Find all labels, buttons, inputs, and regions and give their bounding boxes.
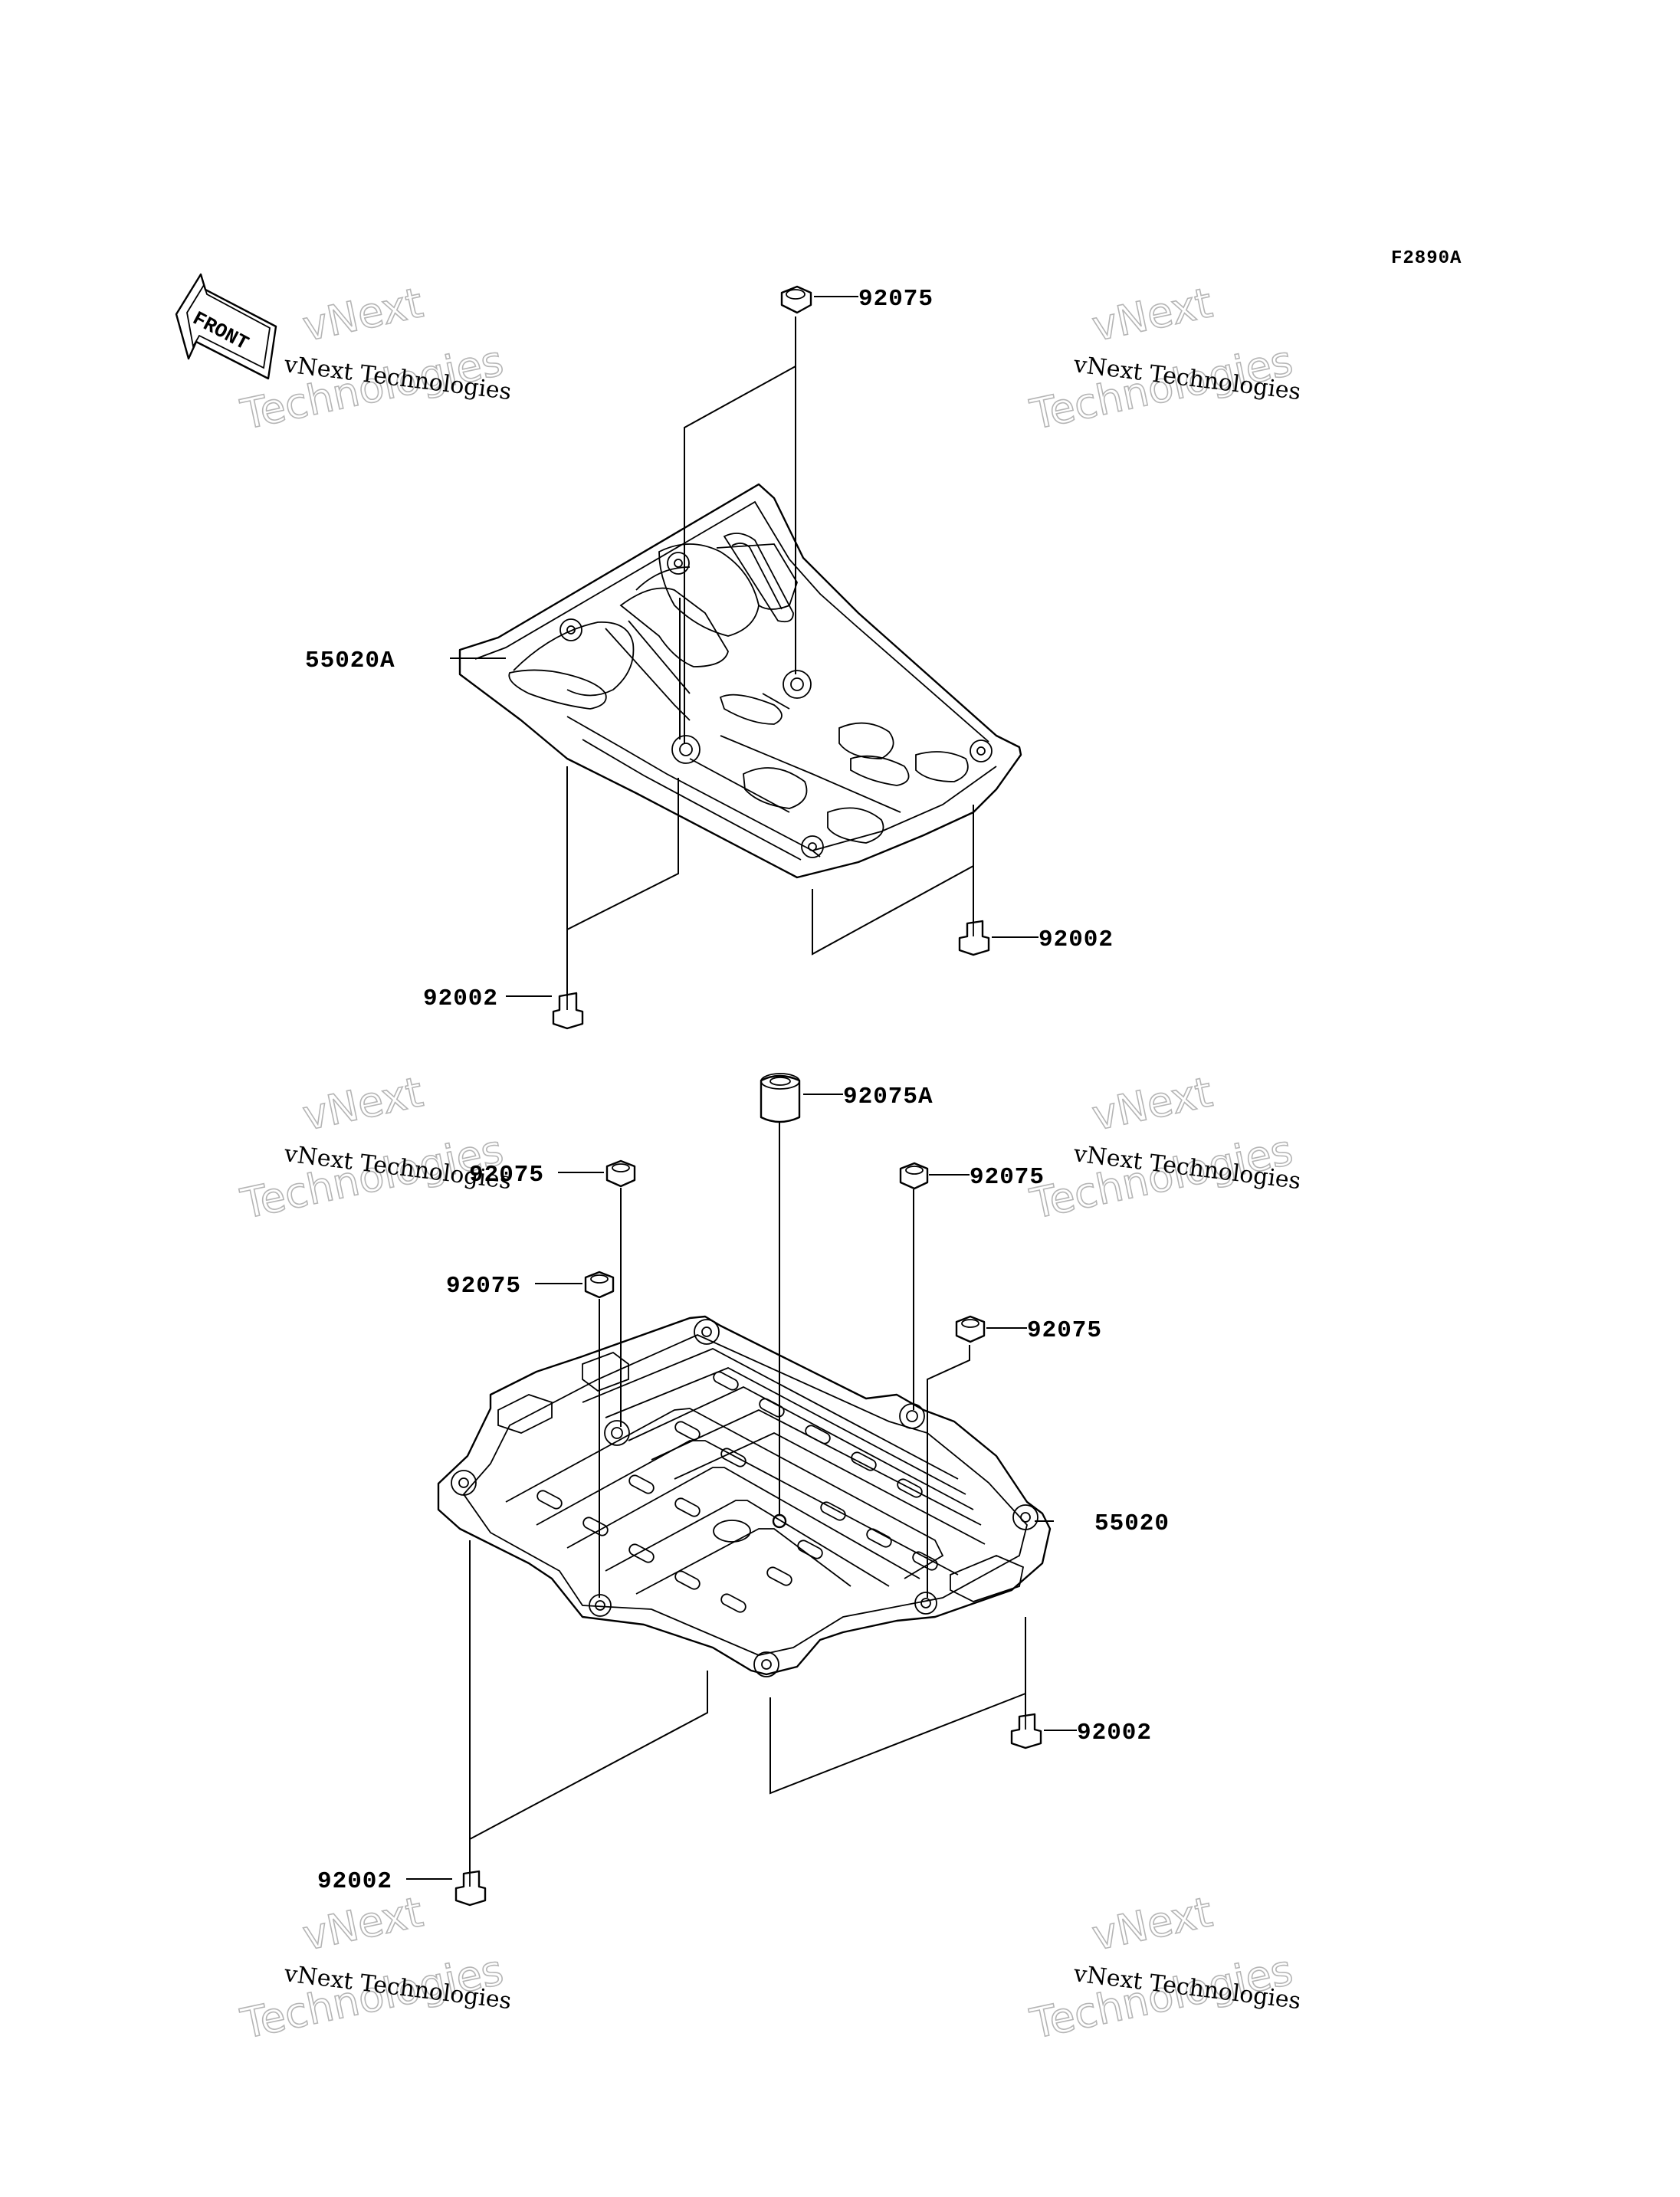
callout-lower-nut-2: 92075 <box>970 1164 1045 1191</box>
nut-92075-lower-3-icon <box>584 1271 615 1299</box>
callout-upper-nut: 92075 <box>858 286 934 313</box>
watermark-top-left: vNext Technologies vNext Technologies <box>236 277 513 439</box>
figure-code: F2890A <box>1391 248 1462 269</box>
svg-text:vNext: vNext <box>299 278 427 350</box>
bolt-92002-upper-right-icon <box>958 920 990 956</box>
skid-plate-55020 <box>437 1315 1052 1677</box>
nut-92075-lower-2-icon <box>899 1162 929 1190</box>
bolt-92002-lower-left-icon <box>454 1870 487 1907</box>
svg-text:vNext: vNext <box>1088 278 1216 350</box>
svg-text:vNext: vNext <box>1088 1887 1216 1959</box>
lower-leader-lines <box>469 1123 1054 1874</box>
svg-text:vNext: vNext <box>299 1887 427 1959</box>
callout-upper-bolt-left: 92002 <box>423 985 498 1012</box>
svg-text:vNext: vNext <box>1088 1067 1216 1139</box>
watermark-top-right: vNext Technologies vNext Technologies <box>1025 277 1302 439</box>
callout-upper-bolt-right: 92002 <box>1039 926 1114 953</box>
callout-lower-nut-1: 92075 <box>469 1162 544 1189</box>
front-arrow-icon: FRONT <box>175 273 277 380</box>
bolt-92002-lower-right-icon <box>1010 1713 1042 1749</box>
bolt-92002-upper-left-icon <box>552 992 584 1030</box>
callout-lower-bolt-right: 92002 <box>1077 1720 1152 1746</box>
upper-leader-lines <box>450 316 974 996</box>
watermark-bottom-left: vNext Technologies vNext Technologies <box>236 1887 513 2048</box>
watermark-mid-left: vNext Technologies vNext Technologies <box>236 1067 513 1228</box>
callout-lower-nut-4: 92075 <box>1027 1317 1102 1344</box>
callout-lower-bolt-left: 92002 <box>317 1868 392 1895</box>
callout-lower-plate: 55020 <box>1094 1510 1170 1537</box>
callout-upper-plate: 55020A <box>305 648 395 674</box>
watermark-bottom-right: vNext Technologies vNext Technologies <box>1025 1887 1302 2048</box>
callout-lower-collar: 92075A <box>843 1084 934 1110</box>
nut-92075-upper-icon <box>780 285 812 314</box>
nut-92075-lower-1-icon <box>605 1159 636 1188</box>
nut-92075-lower-4-icon <box>955 1315 986 1343</box>
watermark-mid-right: vNext Technologies vNext Technologies <box>1025 1067 1302 1228</box>
skid-plate-55020a <box>458 483 1022 879</box>
callout-lower-nut-3: 92075 <box>446 1273 521 1300</box>
collar-92075a-icon <box>760 1073 801 1123</box>
svg-text:vNext: vNext <box>299 1067 427 1139</box>
